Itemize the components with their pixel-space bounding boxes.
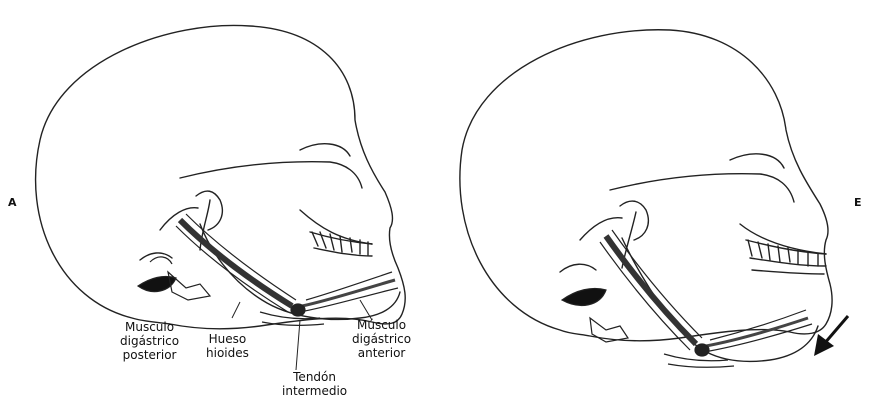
orbit-right xyxy=(730,154,784,168)
label-line: Musculo xyxy=(120,320,179,334)
digastric-muscle-right xyxy=(562,230,812,367)
label-line: digástrico xyxy=(352,332,411,346)
panel-label-a: A xyxy=(8,196,17,209)
skull-left xyxy=(36,25,406,328)
depression-arrow xyxy=(814,316,848,356)
label-line: digástrico xyxy=(120,334,179,348)
digastric-muscle-left xyxy=(138,214,398,325)
maxilla-right xyxy=(740,224,826,254)
label-line: posterior xyxy=(120,348,179,362)
label-line: anterior xyxy=(352,346,411,360)
label-digastrico-posterior: Musculo digástrico posterior xyxy=(120,320,179,362)
label-line: Hueso xyxy=(206,332,249,346)
cranium-outline-right xyxy=(460,30,832,341)
cranium-outline-left xyxy=(36,25,406,328)
label-line: hioides xyxy=(206,346,249,360)
label-line: Tendón xyxy=(282,370,347,384)
orbit-left xyxy=(300,144,350,156)
label-line: intermedio xyxy=(282,384,347,398)
zygomatic-arch-left xyxy=(180,162,362,188)
zygomatic-arch-right xyxy=(610,174,794,202)
label-hueso-hioides: Hueso hioides xyxy=(206,332,249,360)
skull-right xyxy=(460,30,832,362)
label-musculo-digastrico-anterior: Músculo digástrico anterior xyxy=(352,318,411,360)
panel-label-b: E xyxy=(854,196,862,209)
label-tendon-intermedio: Tendón intermedio xyxy=(282,370,347,398)
label-line: Músculo xyxy=(352,318,411,332)
